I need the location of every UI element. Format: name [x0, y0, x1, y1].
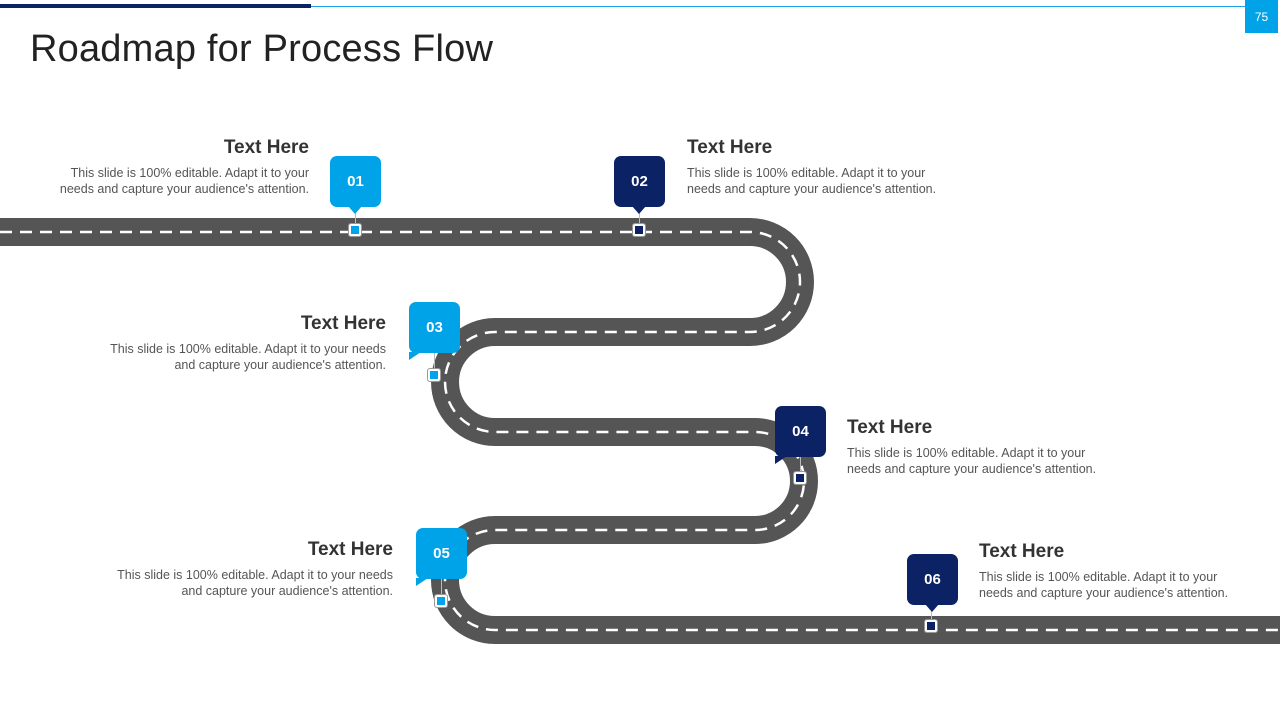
header-accent-bar	[0, 4, 311, 8]
step-06-pin-line	[931, 605, 932, 623]
step-02-desc-line-2: needs and capture your audience's attent…	[687, 182, 937, 196]
slide-title: Roadmap for Process Flow	[30, 28, 494, 70]
step-03-desc-line-1: This slide is 100% editable. Adapt it to…	[110, 342, 386, 356]
step-06-badge: 06	[907, 554, 958, 612]
step-01-marker	[349, 224, 361, 236]
step-05-description: This slide is 100% editable. Adapt it to…	[63, 567, 393, 599]
step-03-description: This slide is 100% editable. Adapt it to…	[56, 341, 386, 373]
step-06-desc-line-2: needs and capture your audience's attent…	[979, 586, 1229, 600]
step-06-desc-line-1: This slide is 100% editable. Adapt it to…	[979, 570, 1218, 584]
step-02-pin-line	[639, 207, 640, 229]
step-06-marker	[925, 620, 937, 632]
step-06-description: This slide is 100% editable. Adapt it to…	[979, 569, 1274, 601]
step-04-badge: 04	[775, 406, 826, 464]
step-05-title: Text Here	[307, 539, 393, 560]
step-01-description: This slide is 100% editable. Adapt it to…	[9, 165, 309, 197]
step-04-marker	[794, 472, 806, 484]
step-02-desc-line-1: This slide is 100% editable. Adapt it to…	[687, 166, 926, 180]
page-number-badge: 75	[1245, 0, 1278, 33]
step-02-badge: 02	[614, 156, 665, 214]
header-divider-line	[311, 6, 1245, 7]
step-01-badge: 01	[330, 156, 381, 214]
step-06-title: Text Here	[979, 541, 1065, 562]
step-03-badge: 03	[409, 302, 460, 360]
step-05-pin-line	[441, 579, 442, 597]
step-04-pin-line	[800, 457, 801, 475]
step-04-desc-line-1: This slide is 100% editable. Adapt it to…	[847, 446, 1086, 460]
step-03-desc-line-2: and capture your audience's attention.	[174, 358, 386, 372]
step-04-title: Text Here	[847, 417, 933, 438]
step-03-title: Text Here	[300, 313, 386, 334]
step-01-title: Text Here	[223, 137, 309, 158]
step-05-marker	[435, 595, 447, 607]
step-02-description: This slide is 100% editable. Adapt it to…	[687, 165, 987, 197]
step-05-desc-line-1: This slide is 100% editable. Adapt it to…	[117, 568, 393, 582]
step-01-pin-line	[355, 207, 356, 229]
step-01-desc-line-1: This slide is 100% editable. Adapt it to…	[70, 166, 309, 180]
step-04-desc-line-2: needs and capture your audience's attent…	[847, 462, 1097, 476]
step-01-desc-line-2: needs and capture your audience's attent…	[59, 182, 309, 196]
step-03-pin-line	[434, 353, 435, 373]
step-05-desc-line-2: and capture your audience's attention.	[181, 584, 393, 598]
step-02-title: Text Here	[687, 137, 773, 158]
step-03-marker	[428, 369, 440, 381]
step-04-description: This slide is 100% editable. Adapt it to…	[847, 445, 1147, 477]
step-05-badge: 05	[416, 528, 467, 586]
step-02-marker	[633, 224, 645, 236]
